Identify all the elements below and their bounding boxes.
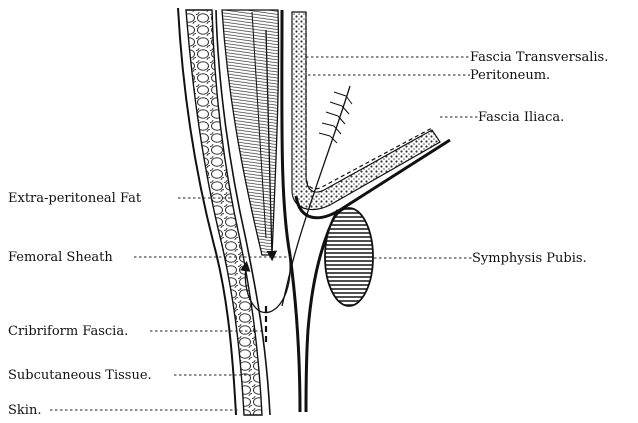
label-subcutaneous-tissue: Subcutaneous Tissue. [8,368,152,383]
deep-layers [282,10,450,412]
symphysis-pubis-shape [325,208,373,306]
abdominal-wall [178,8,279,415]
extra-peritoneal-fat [292,12,440,210]
label-extra-peritoneal-fat: Extra-peritoneal Fat [8,191,142,206]
label-femoral-sheath: Femoral Sheath [8,250,113,265]
label-skin: Skin. [8,403,41,418]
label-fascia-transversalis: Fascia Transversalis. [470,50,608,65]
feather-barbs [319,92,352,143]
label-peritoneum: Peritoneum. [470,68,550,83]
label-symphysis-pubis: Symphysis Pubis. [472,251,587,266]
label-fascia-iliaca: Fascia Iliaca. [478,110,564,125]
label-cribriform-fascia: Cribriform Fascia. [8,324,128,339]
